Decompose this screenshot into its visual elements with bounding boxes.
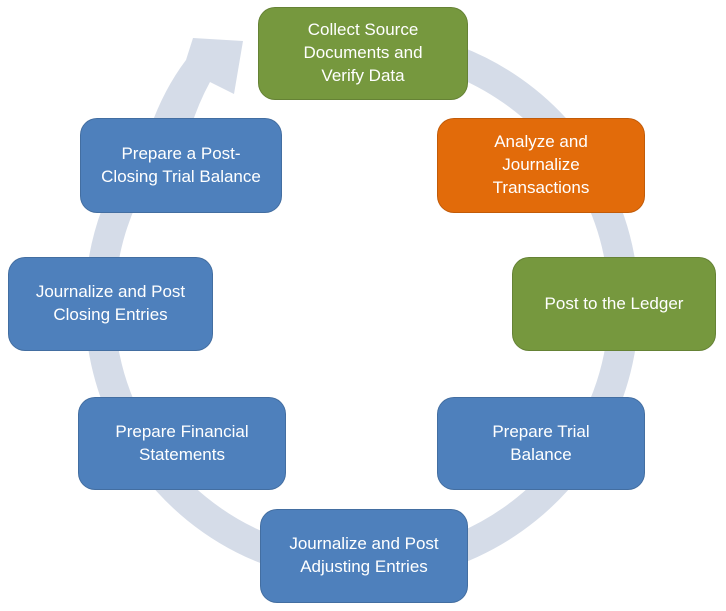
cycle-step-collect-source-documents: Collect Source Documents and Verify Data [258,7,468,100]
cycle-step-journalize-closing-entries: Journalize and Post Closing Entries [8,257,213,351]
cycle-step-label: Prepare a Post-Closing Trial Balance [101,143,261,186]
cycle-step-label: Journalize and Post Adjusting Entries [289,534,439,576]
cycle-step-label: Collect Source Documents and Verify Data [303,20,423,85]
cycle-step-label: Prepare Trial Balance [492,421,590,464]
cycle-step-post-to-ledger: Post to the Ledger [512,257,716,351]
cycle-step-label: Prepare Financial Statements [115,421,249,464]
cycle-step-label: Post to the Ledger [544,293,684,313]
cycle-step-journalize-adjusting-entries: Journalize and Post Adjusting Entries [260,509,468,603]
cycle-step-post-closing-trial-balance: Prepare a Post-Closing Trial Balance [80,118,282,213]
cycle-step-analyze-journalize-transactions: Analyze and Journalize Transactions [437,118,645,213]
cycle-step-prepare-trial-balance: Prepare Trial Balance [437,397,645,490]
cycle-step-label: Journalize and Post Closing Entries [35,282,186,324]
cycle-step-label: Analyze and Journalize Transactions [492,132,590,197]
cycle-step-prepare-financial-statements: Prepare Financial Statements [78,397,286,490]
